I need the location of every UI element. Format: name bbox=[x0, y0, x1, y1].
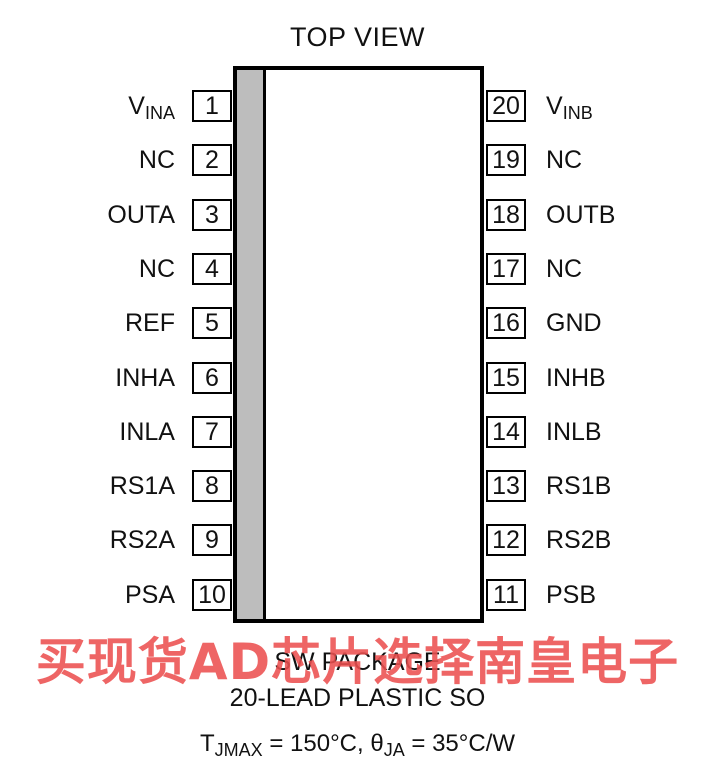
left-pin-label: INLA bbox=[5, 416, 175, 448]
tjmax-symbol: T bbox=[199, 730, 215, 757]
left-pin-label: INHA bbox=[5, 362, 175, 394]
pin-name: RS1A bbox=[109, 472, 175, 500]
pin-name: INLA bbox=[119, 418, 175, 446]
theta-subscript: JA bbox=[383, 740, 405, 760]
watermark-text: 买现货AD芯片选择南皇电子 bbox=[35, 633, 680, 691]
left-pin-label: OUTA bbox=[5, 199, 175, 231]
right-pin-number: 13 bbox=[486, 470, 526, 502]
pin-name: RS1B bbox=[546, 472, 612, 500]
pin-name: RS2A bbox=[109, 526, 175, 554]
left-pin-number: 9 bbox=[192, 524, 232, 556]
right-pin-label: RS1B bbox=[546, 470, 611, 502]
left-pin-number: 5 bbox=[192, 307, 232, 339]
right-pin-number: 18 bbox=[486, 199, 526, 231]
left-pin-number: 2 bbox=[192, 144, 232, 176]
left-pin-label: RS2A bbox=[5, 524, 175, 556]
right-pin-label: NC bbox=[546, 144, 582, 176]
package-description: 20-LEAD PLASTIC SO bbox=[229, 684, 486, 712]
pin-name: RS2B bbox=[546, 526, 612, 554]
left-pin-number: 8 bbox=[192, 470, 232, 502]
right-pin-number: 12 bbox=[486, 524, 526, 556]
package-name: SW PACKAGE bbox=[274, 648, 441, 676]
right-pin-label: VINB bbox=[546, 90, 593, 122]
pin-name: INHA bbox=[115, 364, 175, 392]
pin-name-subscript: INA bbox=[144, 103, 175, 123]
ic-body bbox=[233, 66, 484, 623]
theta-symbol: θ bbox=[370, 730, 384, 757]
pin-name: OUTA bbox=[107, 201, 175, 229]
right-pin-number: 14 bbox=[486, 416, 526, 448]
pin-name: NC bbox=[138, 255, 175, 283]
left-pin-label: PSA bbox=[5, 579, 175, 611]
right-pin-label: NC bbox=[546, 253, 582, 285]
pin-name-subscript: INB bbox=[562, 103, 593, 123]
left-pin-number: 10 bbox=[192, 579, 232, 611]
pin-name: INHB bbox=[546, 364, 606, 392]
right-pin-label: INHB bbox=[546, 362, 606, 394]
right-pin-label: OUTB bbox=[546, 199, 615, 231]
pin-name: OUTB bbox=[546, 201, 616, 229]
left-pin-number: 3 bbox=[192, 199, 232, 231]
pin-name: V bbox=[128, 92, 145, 120]
left-pin-number: 1 bbox=[192, 90, 232, 122]
left-pin-label: REF bbox=[5, 307, 175, 339]
pin-name: NC bbox=[138, 146, 175, 174]
pin-name: REF bbox=[125, 309, 175, 337]
left-pin-number: 6 bbox=[192, 362, 232, 394]
right-pin-number: 11 bbox=[486, 579, 526, 611]
pin-name: INLB bbox=[546, 418, 602, 446]
diagram-title: TOP VIEW bbox=[289, 22, 426, 52]
left-pin-label: RS1A bbox=[5, 470, 175, 502]
right-pin-label: INLB bbox=[546, 416, 602, 448]
right-pin-number: 16 bbox=[486, 307, 526, 339]
right-pin-label: PSB bbox=[546, 579, 596, 611]
left-pin-label: NC bbox=[5, 253, 175, 285]
left-pin-label: VINA bbox=[5, 90, 175, 122]
pin-name: NC bbox=[546, 255, 583, 283]
tjmax-subscript: JMAX bbox=[214, 740, 263, 760]
thermal-spec: TJMAX = 150°C, θJA = 35°C/W bbox=[0, 730, 715, 760]
right-pin-number: 19 bbox=[486, 144, 526, 176]
pin-name: PSB bbox=[546, 581, 597, 609]
pin-name: V bbox=[546, 92, 563, 120]
left-pin-label: NC bbox=[5, 144, 175, 176]
tjmax-value: = 150°C, bbox=[262, 730, 371, 757]
right-pin-label: GND bbox=[546, 307, 602, 339]
right-pin-number: 17 bbox=[486, 253, 526, 285]
right-pin-number: 15 bbox=[486, 362, 526, 394]
pin1-indicator-stripe bbox=[237, 70, 266, 619]
left-pin-number: 4 bbox=[192, 253, 232, 285]
pin-name: PSA bbox=[124, 581, 175, 609]
pin-name: NC bbox=[546, 146, 583, 174]
pin-name: GND bbox=[546, 309, 602, 337]
theta-value: = 35°C/W bbox=[404, 730, 516, 757]
right-pin-number: 20 bbox=[486, 90, 526, 122]
right-pin-label: RS2B bbox=[546, 524, 611, 556]
left-pin-number: 7 bbox=[192, 416, 232, 448]
